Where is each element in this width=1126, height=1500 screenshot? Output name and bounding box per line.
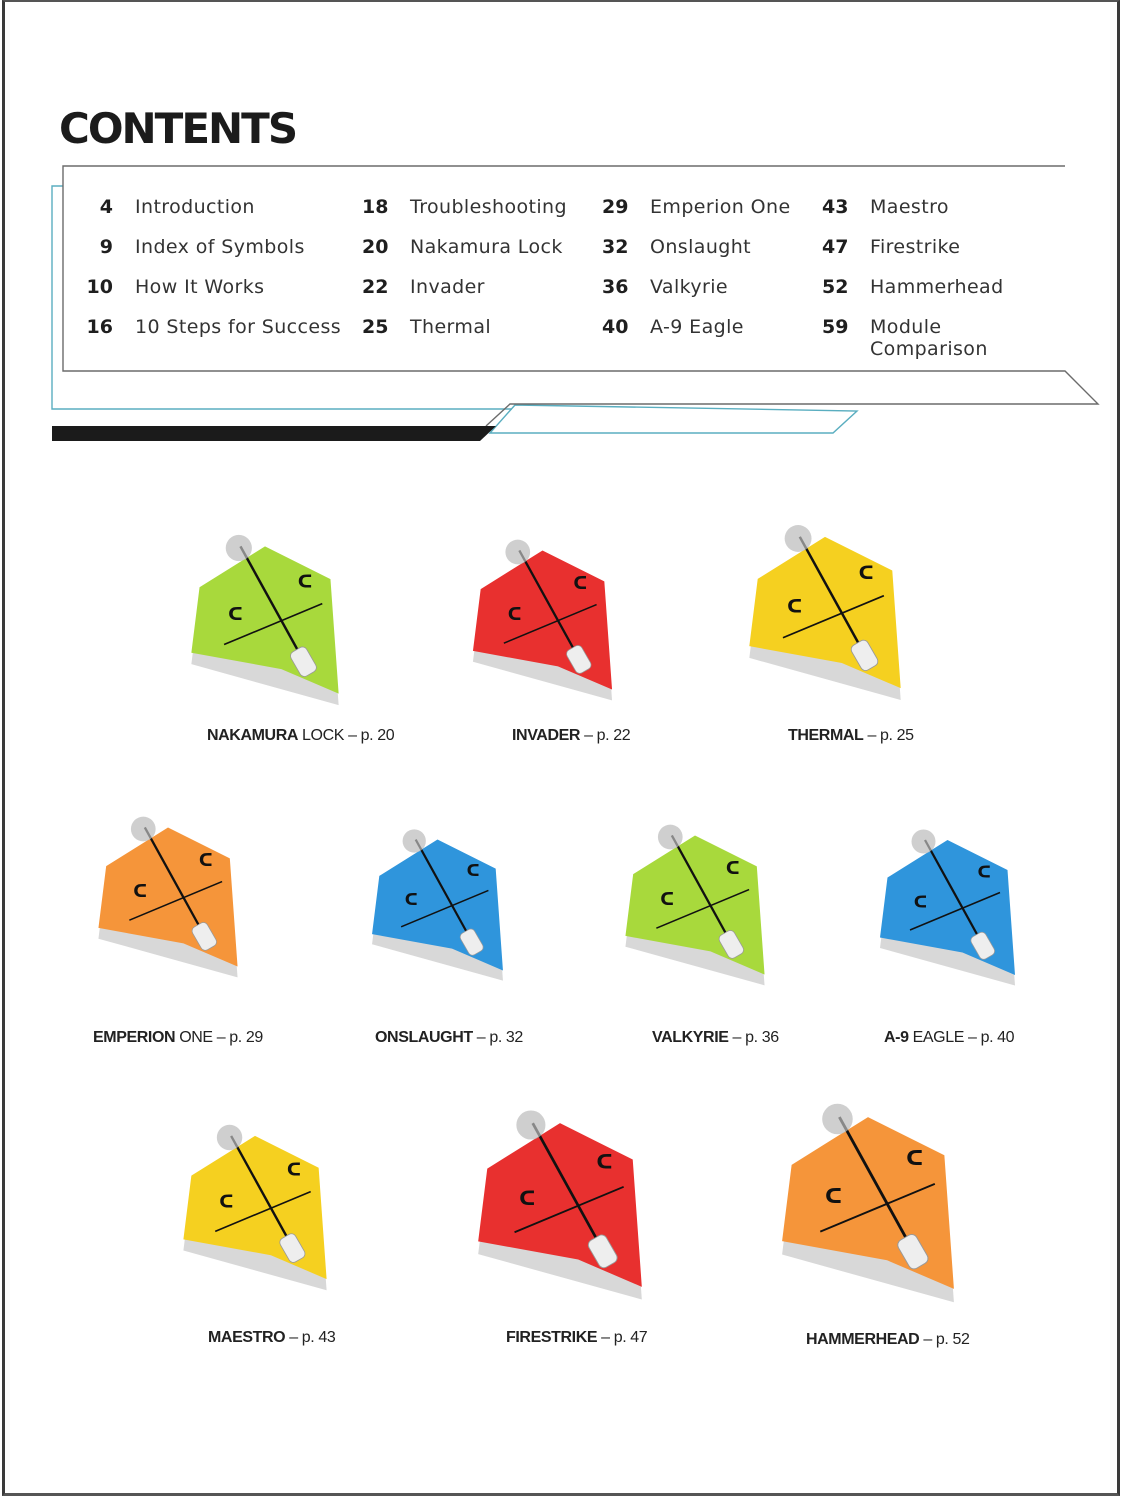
plane-illustration-hammerhead — [780, 1102, 956, 1304]
toc-entry[interactable]: 16 10 Steps for Success — [85, 316, 341, 356]
toc-column-1: 4 Introduction 9 Index of Symbols 10 How It… — [85, 196, 341, 356]
toc-column-3: 29 Emperion One 32 Onslaught 36 Valkyrie 40… — [602, 196, 791, 356]
plane-name-rest: EAGLE — [908, 1029, 965, 1046]
page-reference: – p. 36 — [728, 1029, 780, 1046]
plane-name-rest: ONE — [175, 1029, 213, 1046]
toc-entry-label: Firestrike — [870, 236, 961, 258]
toc-entry[interactable]: 25 Thermal — [362, 316, 567, 356]
plane-caption-firestrike[interactable]: FIRESTRIKE – p. 47 — [506, 1329, 648, 1347]
toc-page-number: 25 — [362, 316, 389, 338]
toc-entry[interactable]: 22 Invader — [362, 276, 567, 316]
toc-entry[interactable]: 9 Index of Symbols — [85, 236, 341, 276]
plane-name: THERMAL — [788, 727, 864, 744]
plane-illustration-onslaught — [370, 828, 505, 982]
toc-entry-label: Valkyrie — [650, 276, 728, 298]
page-reference: – p. 22 — [580, 727, 631, 744]
toc-page-number: 22 — [362, 276, 389, 298]
toc-page-number: 9 — [99, 236, 113, 258]
toc-entry-label: Maestro — [870, 196, 949, 218]
plane-caption-hammerhead[interactable]: HAMMERHEAD – p. 52 — [806, 1331, 970, 1349]
toc-entry[interactable]: 18 Troubleshooting — [362, 196, 567, 236]
plane-caption-a9-eagle[interactable]: A-9 EAGLE – p. 40 — [884, 1029, 1015, 1047]
page-reference: – p. 43 — [285, 1329, 336, 1346]
plane-name-rest: LOCK — [298, 727, 345, 744]
toc-page-number: 59 — [822, 316, 849, 338]
toc-entry-label: Invader — [410, 276, 485, 298]
plane-name: INVADER — [512, 727, 581, 744]
plane-illustration-valkyrie — [624, 823, 766, 987]
toc-entry[interactable]: 43 Maestro — [822, 196, 1065, 236]
toc-column-4: 43 Maestro 47 Firestrike 52 Hammerhead 59 Mo… — [822, 196, 1065, 360]
toc-entry[interactable]: 52 Hammerhead — [822, 276, 1065, 316]
toc-entry[interactable]: 59 Module Comparison — [822, 316, 1065, 360]
page-reference: – p. 32 — [472, 1029, 524, 1046]
plane-illustration-firestrike — [476, 1109, 644, 1301]
plane-caption-invader[interactable]: INVADER – p. 22 — [512, 727, 631, 745]
plane-illustration-thermal — [748, 523, 902, 702]
toc-column-2: 18 Troubleshooting 20 Nakamura Lock 22 Inva… — [362, 196, 567, 356]
plane-name: EMPERION — [93, 1029, 176, 1046]
toc-entry-label: Emperion One — [650, 196, 791, 218]
toc-page-number: 52 — [822, 276, 849, 298]
toc-entry-label: Thermal — [410, 316, 492, 338]
toc-entry-label: Introduction — [135, 196, 255, 218]
toc-entry-label: How It Works — [135, 276, 265, 298]
plane-caption-maestro[interactable]: MAESTRO – p. 43 — [208, 1329, 336, 1347]
toc-entry[interactable]: 4 Introduction — [85, 196, 341, 236]
plane-name: VALKYRIE — [652, 1029, 729, 1046]
plane-name: A-9 — [884, 1029, 909, 1046]
plane-illustration-emperion-one — [97, 815, 239, 979]
plane-illustration-nakamura-lock — [190, 533, 340, 707]
page-reference: – p. 20 — [344, 727, 395, 744]
plane-illustration-a9-eagle — [878, 828, 1017, 987]
plane-name: FIRESTRIKE — [506, 1329, 598, 1346]
toc-page-number: 4 — [99, 196, 113, 218]
toc-page-number: 36 — [602, 276, 629, 298]
toc-entry-label: 10 Steps for Success — [135, 316, 342, 338]
page-reference: – p. 25 — [863, 727, 914, 744]
toc-entry[interactable]: 32 Onslaught — [602, 236, 791, 276]
page-reference: – p. 29 — [212, 1029, 264, 1046]
toc-page-number: 43 — [822, 196, 849, 218]
toc-entry-label: Module Comparison — [870, 316, 988, 360]
toc-entry-label: A-9 Eagle — [650, 316, 744, 338]
toc-entry[interactable]: 47 Firestrike — [822, 236, 1065, 276]
page-reference: – p. 52 — [919, 1331, 970, 1348]
plane-name: MAESTRO — [208, 1329, 286, 1346]
toc-page-number: 20 — [362, 236, 389, 258]
plane-name: ONSLAUGHT — [375, 1029, 473, 1046]
toc-page-number: 29 — [602, 196, 629, 218]
plane-name: NAKAMURA — [207, 727, 299, 744]
toc-entry[interactable]: 40 A-9 Eagle — [602, 316, 791, 356]
plane-illustration-invader — [471, 538, 614, 702]
toc-entry-label: Troubleshooting — [410, 196, 567, 218]
toc-entry[interactable]: 29 Emperion One — [602, 196, 791, 236]
page-title: CONTENTS — [59, 104, 298, 153]
toc-entry[interactable]: 36 Valkyrie — [602, 276, 791, 316]
toc-page-number: 40 — [602, 316, 629, 338]
plane-illustration-maestro — [182, 1123, 328, 1292]
plane-caption-emperion-one[interactable]: EMPERION ONE – p. 29 — [93, 1029, 263, 1047]
table-of-contents: 4 Introduction 9 Index of Symbols 10 How It… — [85, 196, 1065, 360]
plane-name: HAMMERHEAD — [806, 1331, 920, 1348]
toc-page-number: 32 — [602, 236, 629, 258]
toc-page-number: 18 — [362, 196, 389, 218]
toc-entry-label: Hammerhead — [870, 276, 1004, 298]
toc-entry-label: Nakamura Lock — [410, 236, 563, 258]
toc-page-number: 47 — [822, 236, 849, 258]
plane-caption-nakamura-lock[interactable]: NAKAMURA LOCK – p. 20 — [207, 727, 395, 745]
toc-entry-label: Onslaught — [650, 236, 752, 258]
plane-caption-thermal[interactable]: THERMAL – p. 25 — [788, 727, 914, 745]
toc-page-number: 16 — [86, 316, 113, 338]
toc-frame-decoration — [51, 165, 1100, 441]
page-reference: – p. 47 — [597, 1329, 648, 1346]
plane-caption-onslaught[interactable]: ONSLAUGHT – p. 32 — [375, 1029, 523, 1047]
page-reference: – p. 40 — [964, 1029, 1015, 1046]
toc-page-number: 10 — [86, 276, 113, 298]
toc-entry-label: Index of Symbols — [135, 236, 305, 258]
toc-entry[interactable]: 10 How It Works — [85, 276, 341, 316]
toc-entry[interactable]: 20 Nakamura Lock — [362, 236, 567, 276]
plane-caption-valkyrie[interactable]: VALKYRIE – p. 36 — [652, 1029, 779, 1047]
